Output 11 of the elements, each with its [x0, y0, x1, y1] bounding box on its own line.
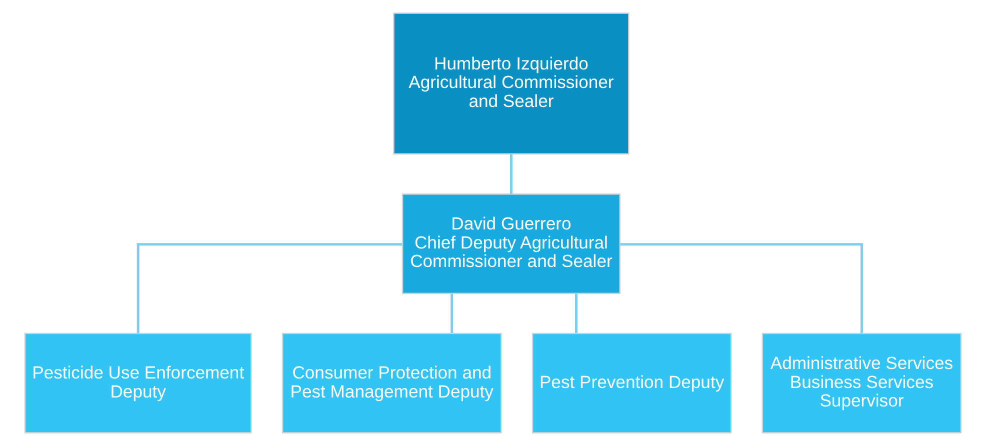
connector	[574, 294, 577, 334]
node-box: Pest Prevention Deputy	[531, 332, 732, 434]
connector	[136, 243, 402, 334]
connector	[620, 243, 862, 334]
node-box: Administrative Services Business Services Supervisor	[761, 332, 962, 434]
node-box: David Guerrero Chief Deputy Agricultural Commissioner and Sealer	[401, 193, 620, 294]
connector	[509, 154, 512, 194]
node-box: Consumer Protection and Pest Management Deputy	[281, 332, 502, 434]
node-box: Pesticide Use Enforcement Deputy	[24, 332, 252, 434]
node-box: Humberto Izquierdo Agricultural Commissioner and Sealer	[392, 12, 629, 155]
connector	[450, 294, 453, 334]
